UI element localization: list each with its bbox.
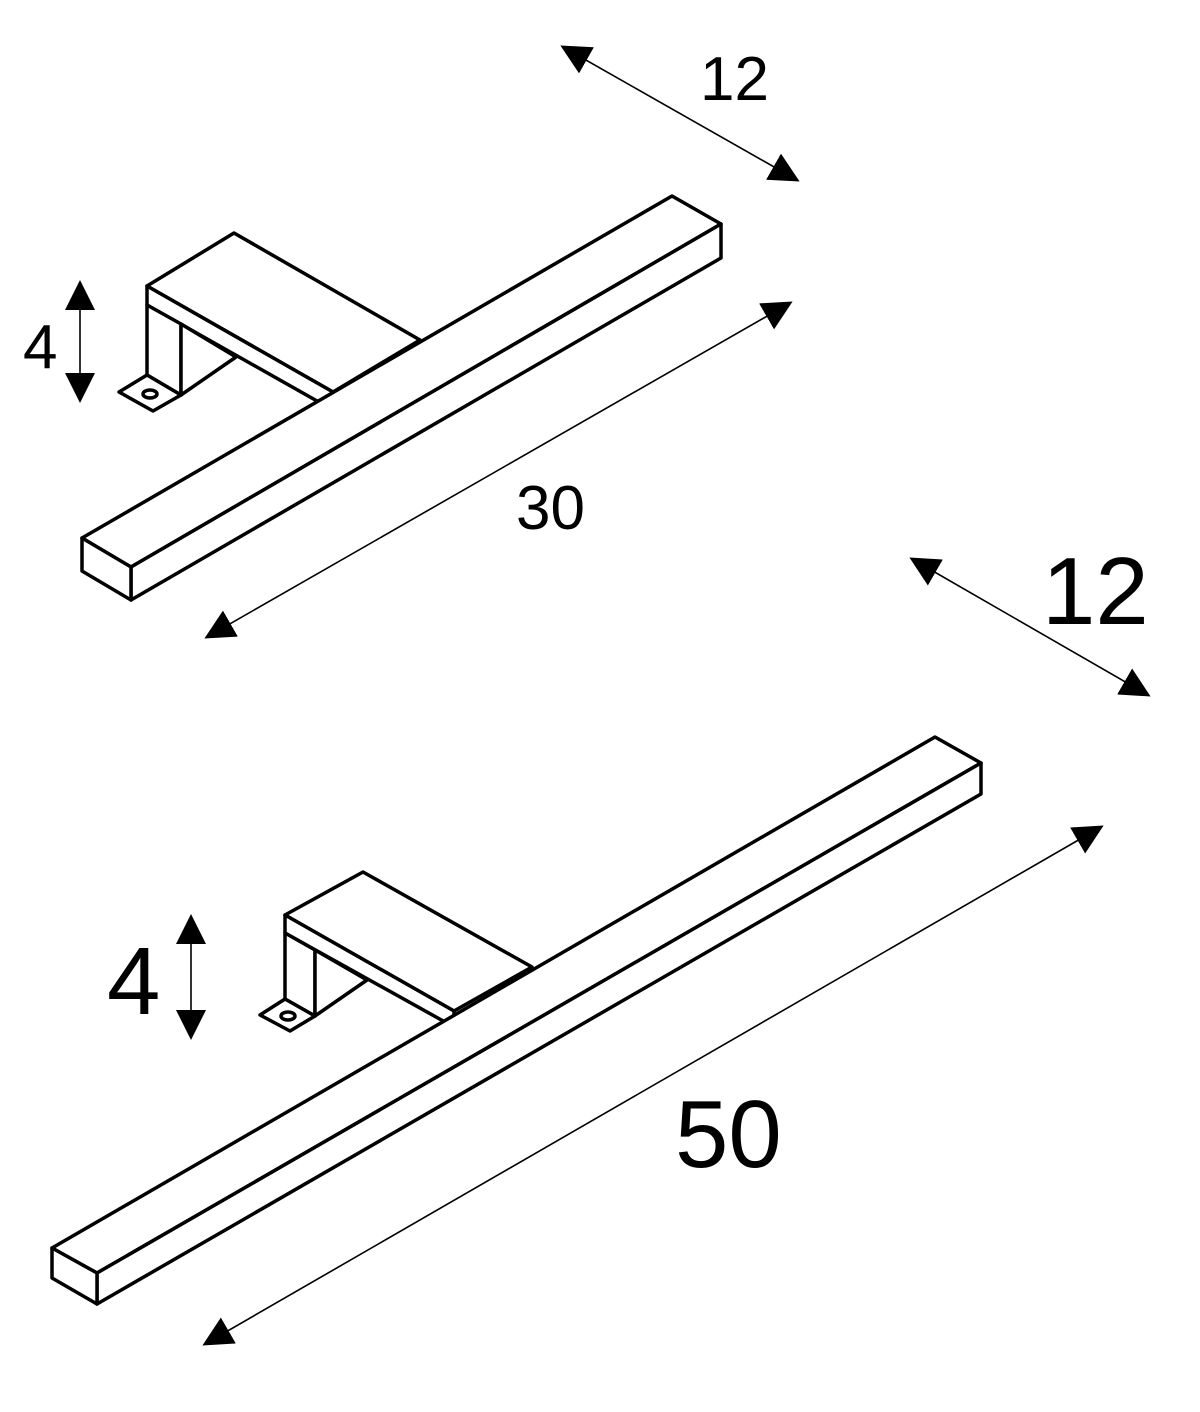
lamp-50-height-label: 4 xyxy=(107,928,160,1035)
lamp-30-drawing: 12 4 30 xyxy=(23,45,800,639)
lamp-30-length-arrow xyxy=(204,301,793,639)
lamp-50-depth-arrow xyxy=(909,557,1151,697)
lamp-50-depth-label: 12 xyxy=(1042,538,1149,645)
screw-hole-icon xyxy=(141,388,159,400)
lamp-30-depth-label: 12 xyxy=(700,45,769,114)
lamp-50-length-arrow xyxy=(202,825,1104,1346)
lamp-50-drawing: 12 4 50 xyxy=(50,538,1151,1346)
lamp-50-length-label: 50 xyxy=(675,1081,782,1188)
lamp-30-height-label: 4 xyxy=(23,313,57,382)
lamp-30-depth-arrow xyxy=(560,45,800,182)
lamp-30-length-label: 30 xyxy=(516,474,585,543)
